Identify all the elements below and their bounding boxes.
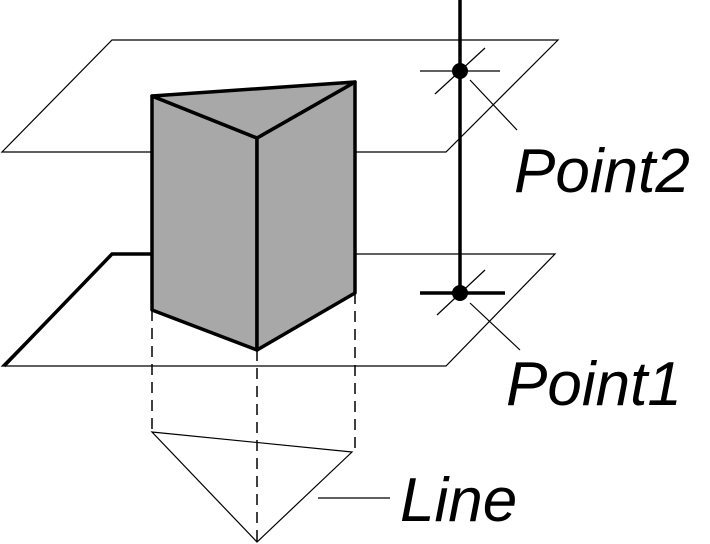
- base-profile-triangle: [150, 431, 354, 543]
- line-label: Line: [400, 466, 517, 535]
- point2-leader: [469, 79, 518, 131]
- point2-marker: [452, 63, 468, 79]
- upper-plane: [0, 39, 560, 153]
- point1-label: Point1: [506, 350, 682, 419]
- point1-marker: [452, 285, 468, 301]
- point1-leader: [469, 302, 521, 351]
- prism-left-face: [150, 94, 259, 352]
- prism-top-face: [150, 80, 357, 140]
- point2-label: Point2: [514, 137, 690, 206]
- lower-plane-thick-edge: [2, 252, 152, 368]
